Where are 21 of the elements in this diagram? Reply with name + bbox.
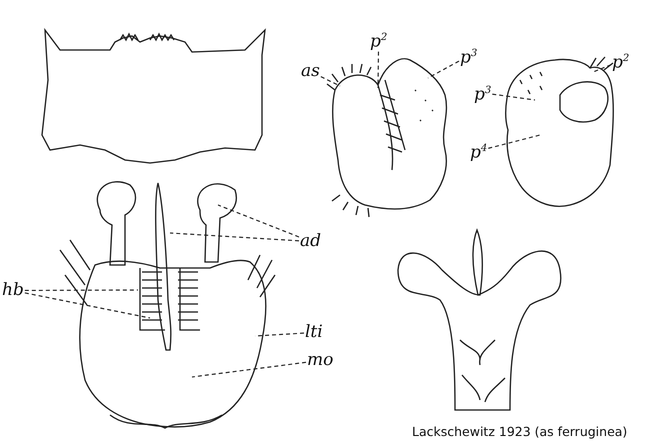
leader-line — [320, 76, 340, 86]
part-label: p$^{3}$ — [474, 82, 492, 104]
part-label: hb — [2, 282, 24, 299]
genitalia-ventral-drawing — [59, 181, 276, 429]
leader-line — [592, 64, 612, 72]
part-label: p$^{4}$ — [470, 140, 488, 162]
aedeagus-lateral-drawing — [504, 56, 614, 207]
leader-line — [192, 362, 306, 378]
leader-line — [428, 60, 460, 78]
part-label: lti — [305, 324, 323, 341]
part-label: p$^{3}$ — [460, 45, 478, 67]
part-label: p$^{2}$ — [612, 50, 630, 72]
caption: Lackschewitz 1923 (as ferruginea) — [412, 424, 628, 439]
aedeagus-lateral-drawing — [326, 58, 448, 218]
leader-line — [170, 232, 300, 242]
leader-line — [488, 134, 540, 149]
part-label: as — [301, 63, 320, 80]
part-label: mo — [307, 352, 334, 369]
part-label: ad — [300, 233, 322, 250]
leader-line — [24, 292, 150, 319]
part-label: p$^{2}$ — [370, 29, 388, 51]
